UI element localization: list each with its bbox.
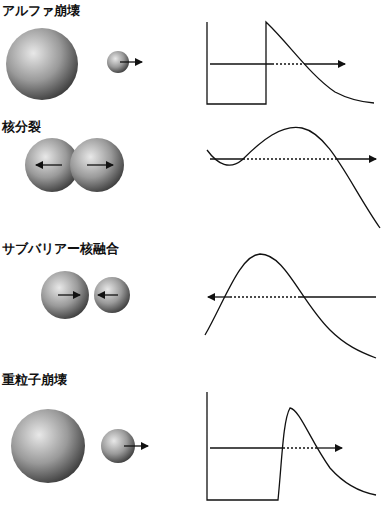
process-label: 核分裂 <box>2 120 41 134</box>
process-label: アルファ崩壊 <box>2 4 80 18</box>
process-label: 重粒子崩壊 <box>2 373 67 387</box>
process-label: サブバリアー核融合 <box>2 242 119 256</box>
